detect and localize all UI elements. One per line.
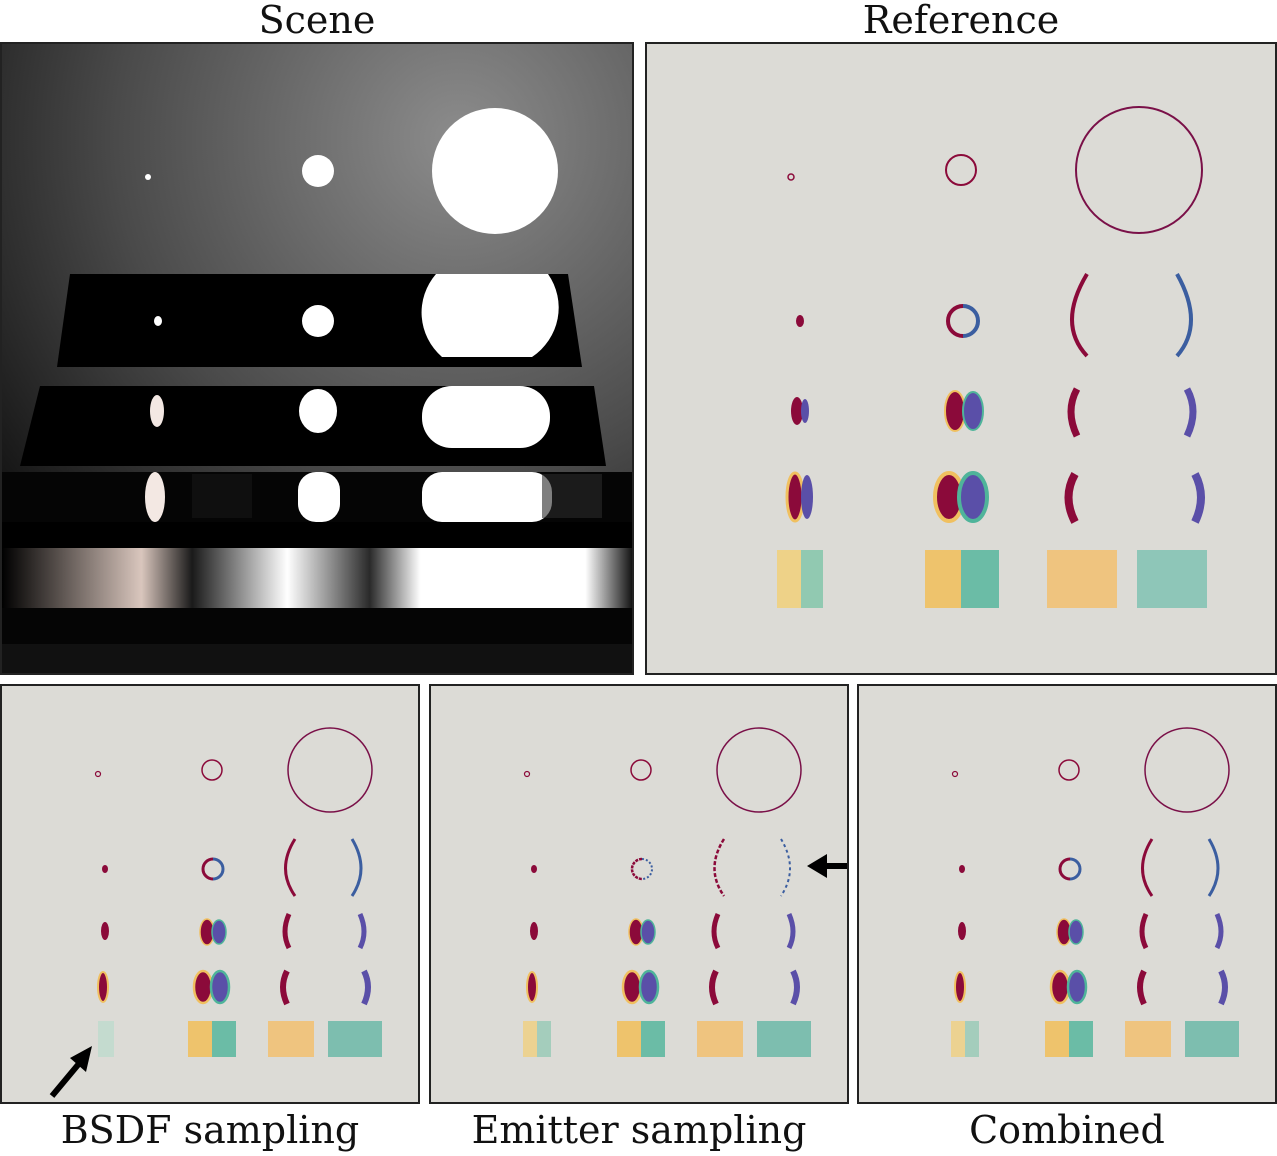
combined-caption: Combined xyxy=(969,1108,1165,1152)
bsdf-panel xyxy=(0,684,420,1104)
reference-caption: Reference xyxy=(862,0,1060,42)
reference-panel xyxy=(645,42,1277,675)
bsdf-caption: BSDF sampling xyxy=(60,1108,360,1152)
scene-image xyxy=(2,44,632,673)
arrow-icon xyxy=(807,854,847,878)
arrow-icon xyxy=(49,1046,92,1098)
bsdf-image xyxy=(2,686,418,1102)
scene-panel xyxy=(0,42,634,675)
scene-caption: Scene xyxy=(258,0,376,42)
combined-panel xyxy=(857,684,1277,1104)
reference-image xyxy=(647,44,1275,673)
emitter-image xyxy=(431,686,847,1102)
emitter-caption: Emitter sampling xyxy=(471,1108,807,1152)
emitter-panel xyxy=(429,684,849,1104)
combined-image xyxy=(859,686,1275,1102)
